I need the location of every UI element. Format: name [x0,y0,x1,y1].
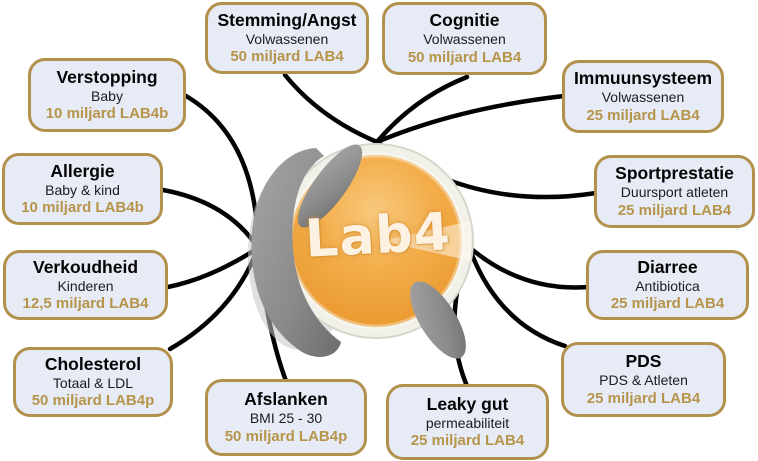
condition-title: Stemming/Angst [217,9,357,30]
condition-dose: 25 miljard LAB4 [617,201,732,219]
condition-subtitle: BMI 25 - 30 [249,410,323,427]
glove-finger-icon [297,144,363,228]
condition-title: PDS [625,351,662,372]
condition-dose: 50 miljard LAB4p [31,392,155,410]
condition-subtitle: Kinderen [57,277,114,294]
condition-subtitle: Totaal & LDL [52,374,134,391]
condition-title: Sportprestatie [615,163,734,184]
condition-subtitle: Duursport atleten [620,184,729,201]
edge-hub-right-diarree [466,244,591,290]
edge-hub-top-immuunsysteem [374,93,567,145]
glove-left-hand [251,148,341,357]
condition-subtitle: Baby & kind [45,181,120,198]
lab4-logo: Lab4 [303,202,453,270]
condition-dose: 25 miljard LAB4 [410,432,525,450]
edge-hub-right-pds [466,244,568,349]
dish-highlight-wedge [382,221,471,261]
condition-title: Afslanken [244,389,328,410]
glove-thumb [410,281,466,359]
condition-dose: 50 miljard LAB4 [230,48,344,66]
condition-subtitle: Volwassenen [423,31,506,48]
condition-dose: 25 miljard LAB4 [610,295,725,313]
condition-title: Diarree [637,256,698,277]
condition-dose: 10 miljard LAB4b [21,199,144,217]
condition-dose: 25 miljard LAB4 [586,106,700,124]
condition-title: Verstopping [56,66,158,87]
condition-title: Immuunsysteem [573,68,713,89]
condition-subtitle: Volwassenen [601,89,685,106]
condition-dose: 12,5 miljard LAB4 [22,295,149,313]
condition-subtitle: Volwassenen [245,30,329,47]
condition-dose: 50 miljard LAB4p [224,427,348,445]
condition-title: Verkoudheid [32,256,139,277]
condition-title: Cholesterol [44,353,142,374]
condition-title: Allergie [50,160,115,181]
condition-subtitle: PDS & Atleten [599,372,688,389]
condition-title: Leaky gut [426,393,509,414]
condition-dose: 50 miljard LAB4 [407,48,522,66]
condition-dose: 10 miljard LAB4b [45,105,169,123]
condition-subtitle: permeabiliteit [425,414,510,431]
condition-subtitle: Antibiotica [635,277,700,294]
condition-dose: 25 miljard LAB4 [586,389,701,407]
edge-hub-top-stemming [282,72,380,145]
condition-subtitle: Baby [91,87,123,104]
edge-hub-top-cognitie [374,74,470,145]
condition-title: Cognitie [429,10,500,31]
